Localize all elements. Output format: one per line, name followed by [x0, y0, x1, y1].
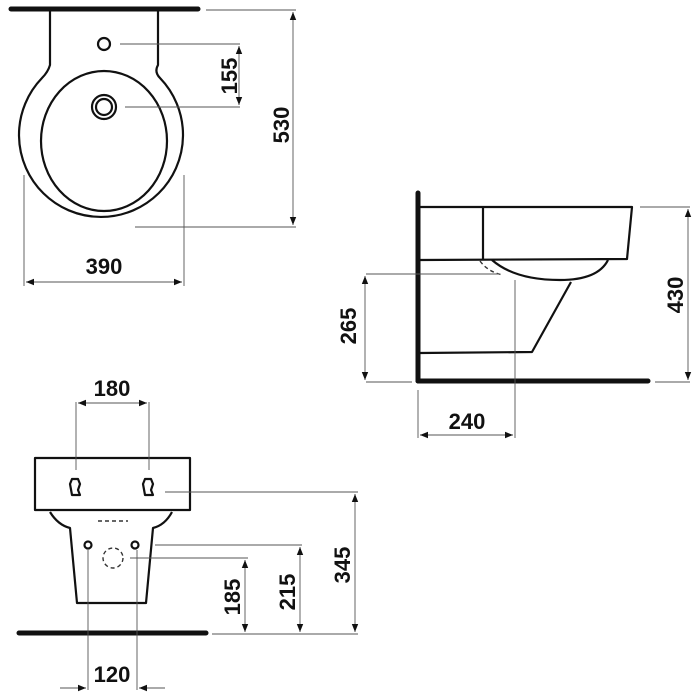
fixing-hole-left-icon: [68, 477, 82, 497]
dim-120: 120: [94, 662, 131, 687]
bidet-body-side: [419, 205, 634, 262]
dim-180: 180: [94, 376, 131, 401]
bidet-rim-front: [33, 456, 192, 512]
dim-265: 265: [336, 308, 361, 345]
front-view: 180 345 215 185 120: [16, 376, 359, 692]
bidet-pedestal-front: [49, 511, 173, 605]
dim-240: 240: [449, 409, 486, 434]
drain-hole-icon: [102, 547, 124, 569]
dim-depth-530: 530: [269, 107, 294, 144]
bidet-outline-top: [17, 10, 185, 218]
supply-right-icon: [130, 540, 140, 550]
bidet-pedestal-side: [419, 281, 572, 355]
dim-185: 185: [220, 579, 245, 616]
drain-inner-icon: [94, 97, 114, 117]
drain-outer-icon: [90, 93, 118, 121]
top-view: 390 155 530: [8, 6, 297, 286]
dim-430: 430: [663, 277, 688, 314]
bowl-outline: [39, 69, 169, 213]
side-view: 265 430 240: [336, 190, 692, 439]
bowl-bottom-side: [491, 259, 609, 282]
dim-155: 155: [217, 58, 242, 95]
fixing-hole-right-icon: [141, 477, 155, 497]
supply-left-icon: [83, 540, 93, 550]
dim-width-390: 390: [86, 254, 123, 279]
dim-215: 215: [275, 574, 300, 611]
tap-hole-icon: [96, 36, 112, 52]
dim-345: 345: [330, 547, 355, 584]
